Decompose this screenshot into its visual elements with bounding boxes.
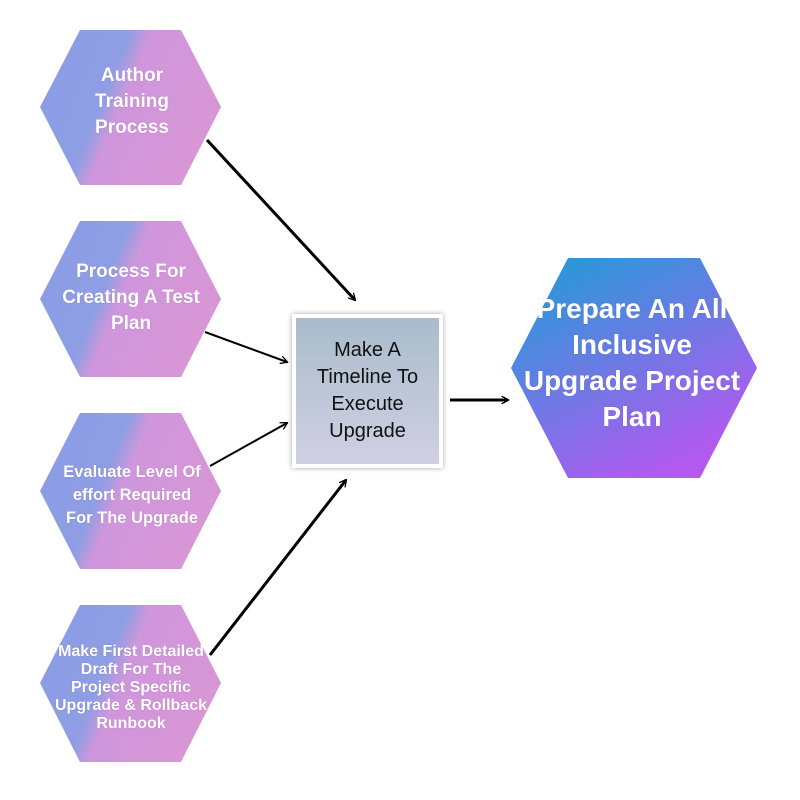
input-hexagon-2 [40, 221, 221, 377]
input-label-1: Author Training Process [95, 65, 169, 138]
output-label: Prepare An All Inclusive Upgrade Project… [523, 293, 741, 432]
input-label-3: Evaluate Level Of effort Required For Th… [63, 462, 201, 527]
input-hexagon-3 [40, 413, 221, 569]
input-label-4: Make First Detailed Draft For The Projec… [54, 643, 208, 732]
arrow-input-4-to-center [208, 480, 346, 656]
output-hexagon [511, 258, 757, 478]
arrow-input-1-to-center [205, 138, 355, 300]
input-hexagon-4 [40, 605, 221, 762]
center-node-label: Make A Timeline To Execute Upgrade [296, 318, 439, 464]
arrow-input-2-to-center [204, 331, 287, 362]
input-label-2: Process For Creating A Test Plan [62, 261, 200, 334]
arrow-input-3-to-center [209, 423, 287, 467]
input-hexagon-1 [40, 30, 221, 185]
center-node: Make A Timeline To Execute Upgrade [292, 314, 443, 468]
